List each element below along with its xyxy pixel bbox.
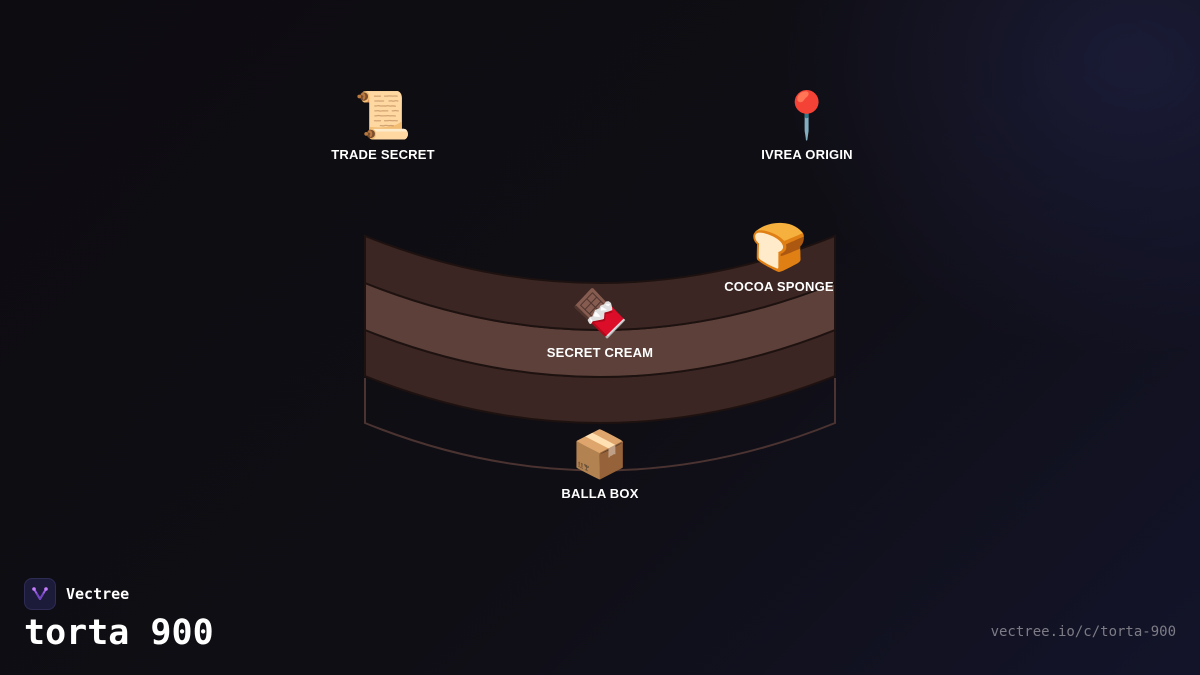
page-title: torta 900 bbox=[24, 613, 214, 653]
brand[interactable]: Vectree bbox=[24, 577, 129, 611]
node-ivrea-origin[interactable]: 📍 IVREA ORIGIN bbox=[727, 87, 887, 162]
box-outline bbox=[364, 378, 836, 472]
scroll-icon: 📜 bbox=[354, 88, 412, 142]
node-secret-cream[interactable]: 🍫 SECRET CREAM bbox=[520, 285, 680, 360]
node-cocoa-sponge[interactable]: 🍞 COCOA SPONGE bbox=[699, 219, 859, 294]
node-balla-box[interactable]: 📦 BALLA BOX bbox=[520, 426, 680, 501]
node-label: SECRET CREAM bbox=[546, 345, 654, 360]
brand-name: Vectree bbox=[66, 585, 130, 603]
box-icon: 📦 bbox=[571, 427, 629, 481]
pin-icon: 📍 bbox=[778, 88, 836, 142]
share-url[interactable]: vectree.io/c/torta-900 bbox=[990, 624, 1176, 640]
bread-icon: 🍞 bbox=[750, 220, 808, 274]
chocolate-icon: 🍫 bbox=[571, 286, 629, 340]
cake-layer-top bbox=[364, 234, 836, 331]
node-label: COCOA SPONGE bbox=[724, 279, 834, 294]
node-label: TRADE SECRET bbox=[331, 147, 435, 162]
node-label: IVREA ORIGIN bbox=[761, 147, 853, 162]
node-label: BALLA BOX bbox=[561, 486, 639, 501]
vectree-logo-icon bbox=[24, 578, 56, 610]
node-trade-secret[interactable]: 📜 TRADE SECRET bbox=[303, 87, 463, 162]
